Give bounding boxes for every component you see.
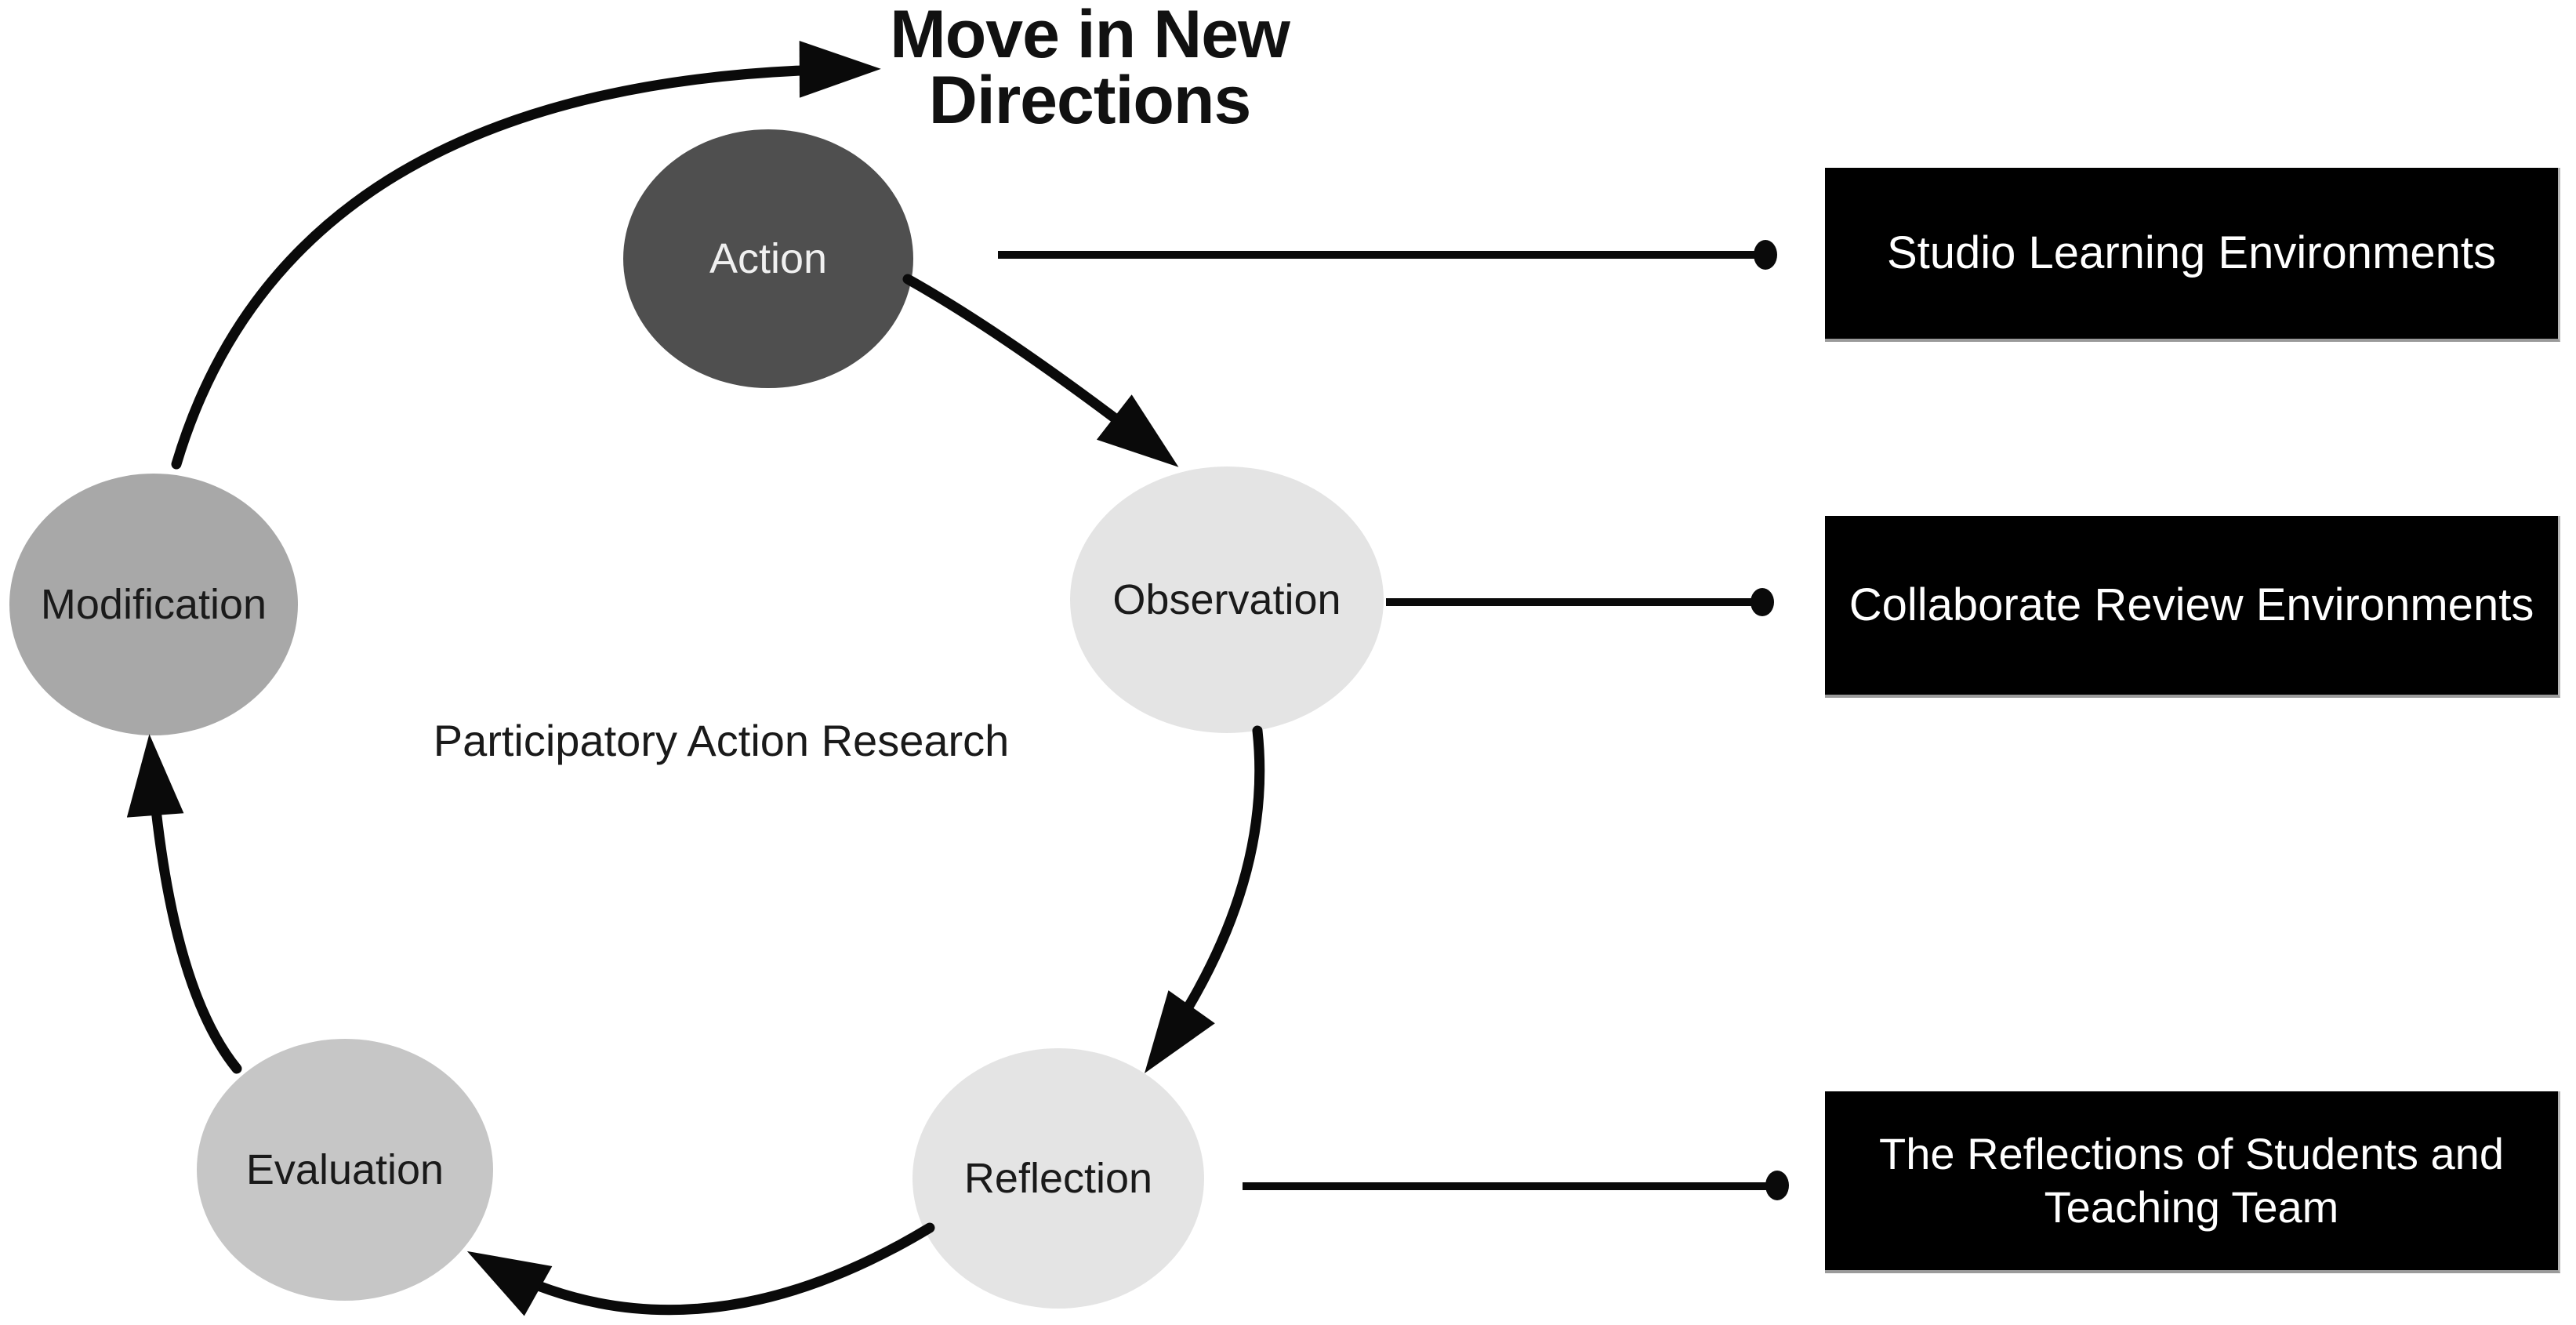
node-reflection-label: Reflection xyxy=(963,1155,1153,1202)
node-evaluation: Evaluation xyxy=(197,1039,493,1301)
box-reflections-students: The Reflections of Students and Teaching… xyxy=(1825,1091,2560,1273)
connector-dot-icon xyxy=(1765,1171,1789,1200)
node-evaluation-label: Evaluation xyxy=(245,1146,444,1193)
connector-action-to-studio-box xyxy=(998,240,1777,270)
node-modification-label: Modification xyxy=(40,581,267,628)
node-reflection: Reflection xyxy=(912,1048,1204,1309)
arrow-action-to-observation-icon xyxy=(902,274,1179,467)
box-studio-learning: Studio Learning Environments xyxy=(1825,168,2560,342)
connector-dot-icon xyxy=(1751,588,1774,616)
box-studio-learning-label: Studio Learning Environments xyxy=(1886,227,2497,278)
connector-observation-to-collaborate-box xyxy=(1386,588,1774,616)
arrow-reflection-to-evaluation-icon xyxy=(466,1222,935,1316)
node-action: Action xyxy=(623,129,913,388)
diagram-title: Move in New Directions xyxy=(890,0,1290,138)
box-reflections-students-label: The Reflections of Students and Teaching… xyxy=(1879,1128,2504,1232)
box-collaborate-review: Collaborate Review Environments xyxy=(1825,516,2560,698)
connector-dot-icon xyxy=(1754,240,1777,270)
arrow-evaluation-to-modification-icon xyxy=(126,734,242,1074)
node-observation-label: Observation xyxy=(1112,576,1341,623)
arrow-observation-to-reflection-icon xyxy=(1144,725,1265,1073)
node-action-label: Action xyxy=(709,235,828,282)
node-modification: Modification xyxy=(9,474,298,735)
node-observation: Observation xyxy=(1070,466,1384,733)
box-collaborate-review-label: Collaborate Review Environments xyxy=(1849,579,2534,630)
cycle-caption: Participatory Action Research xyxy=(433,716,1010,765)
connector-reflection-to-reflections-box xyxy=(1243,1171,1789,1200)
